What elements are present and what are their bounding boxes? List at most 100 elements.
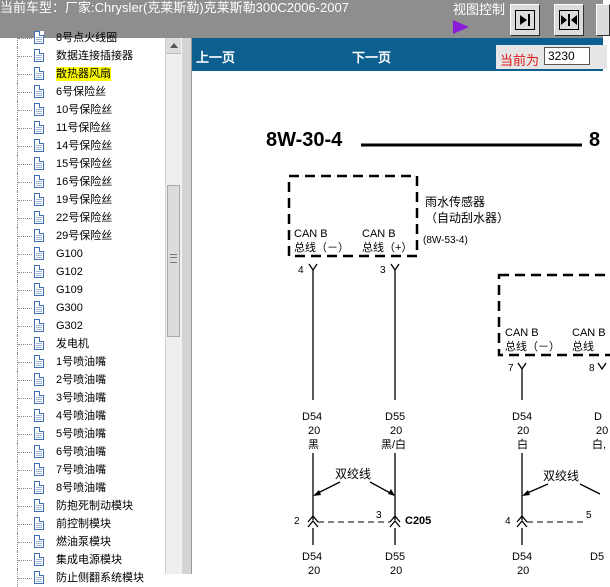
tree-item-label: 19号保险丝 — [56, 194, 113, 206]
split-view-button[interactable] — [554, 4, 584, 36]
page-number-input[interactable] — [544, 47, 590, 65]
arrowhead-1 — [313, 490, 321, 496]
tree-item-label: 散热器风扇 — [56, 67, 111, 81]
pin-3-terminal — [390, 263, 400, 272]
conn-pin-4: 4 — [505, 516, 511, 527]
tree-item[interactable]: G300 — [0, 299, 165, 317]
tree-item-label: 14号保险丝 — [56, 140, 113, 152]
conn-pin-3: 3 — [376, 510, 382, 521]
rain-sensor-ref: (8W-53-4) — [423, 235, 468, 246]
document-icon — [34, 211, 44, 224]
document-icon — [34, 121, 44, 134]
tree-item-label: 8号喷油嘴 — [56, 482, 107, 494]
tree-connector-line — [17, 335, 18, 353]
document-icon — [34, 175, 44, 188]
tree-item[interactable]: G302 — [0, 317, 165, 335]
tree-item[interactable]: 集成电源模块 — [0, 551, 165, 569]
tree-item[interactable]: 19号保险丝 — [0, 191, 165, 209]
tree-connector-line — [18, 380, 32, 381]
pin-7-label: 7 — [508, 363, 514, 374]
tree-connector-line — [17, 461, 18, 479]
split-arrows-icon — [559, 10, 579, 30]
pointer-line-4 — [579, 483, 601, 495]
conn-pin-5: 5 — [586, 510, 592, 521]
tree-item[interactable]: 2号喷油嘴 — [0, 371, 165, 389]
tree-item[interactable]: 5号喷油嘴 — [0, 425, 165, 443]
wire-d54-color: 黑 — [308, 438, 319, 451]
tree-scrollbar[interactable] — [165, 38, 181, 574]
panel-splitter[interactable] — [181, 38, 192, 574]
wire-cut-bottom-label: D5 — [590, 551, 604, 563]
tree-item[interactable]: 1号喷油嘴 — [0, 353, 165, 371]
expand-view-button[interactable] — [596, 4, 610, 36]
tree-connector-line — [18, 254, 32, 255]
tree-item[interactable]: 8号喷油嘴 — [0, 479, 165, 497]
document-icon — [34, 355, 44, 368]
wire-d55-gauge: 20 — [390, 425, 402, 437]
tree-item[interactable]: G109 — [0, 281, 165, 299]
document-icon — [34, 229, 44, 242]
prev-page-link[interactable]: 上一页 — [196, 50, 236, 65]
tree-item[interactable]: 防抱死制动模块 — [0, 497, 165, 515]
tree-item[interactable]: 22号保险丝 — [0, 209, 165, 227]
tree-item[interactable]: 16号保险丝 — [0, 173, 165, 191]
tree-connector-line — [17, 245, 18, 263]
tree-item[interactable]: 散热器风扇 — [0, 65, 165, 83]
document-icon — [34, 553, 44, 566]
next-page-link[interactable]: 下一页 — [352, 50, 392, 65]
tree-connector-line — [18, 128, 32, 129]
tree-item-label: 10号保险丝 — [56, 104, 113, 116]
tree-item[interactable]: 29号保险丝 — [0, 227, 165, 245]
can-b-label-4: CAN B — [572, 327, 606, 339]
scroll-up-button[interactable] — [166, 38, 181, 54]
tree-item[interactable]: 6号保险丝 — [0, 83, 165, 101]
tree-connector-line — [17, 515, 18, 533]
tree-item[interactable]: 15号保险丝 — [0, 155, 165, 173]
tree-item[interactable]: G100 — [0, 245, 165, 263]
tree-connector-line — [17, 29, 18, 47]
page-nav-bar: 上一页 下一页 当前为 — [192, 38, 607, 71]
tree-connector-line — [18, 542, 32, 543]
tree-item-label: 发电机 — [56, 338, 89, 350]
tree-item[interactable]: 数据连接插接器 — [0, 47, 165, 65]
tree-connector-line — [18, 92, 32, 93]
wire-d55-bottom-gauge: 20 — [390, 565, 402, 577]
tree-item-label: 防止侧翻系统模块 — [56, 572, 144, 584]
tree-item[interactable]: 14号保险丝 — [0, 137, 165, 155]
tree-item[interactable]: 发电机 — [0, 335, 165, 353]
tree-item[interactable]: 前控制模块 — [0, 515, 165, 533]
collapse-panel-button[interactable] — [510, 4, 540, 36]
tree-item[interactable]: 燃油泵模块 — [0, 533, 165, 551]
tree-item[interactable]: 3号喷油嘴 — [0, 389, 165, 407]
tree-item-label: 燃油泵模块 — [56, 536, 111, 548]
tree-connector-line — [18, 182, 32, 183]
tree-item[interactable]: 6号喷油嘴 — [0, 443, 165, 461]
tree-item-label: 22号保险丝 — [56, 212, 113, 224]
tree-item[interactable]: 11号保险丝 — [0, 119, 165, 137]
document-icon — [34, 337, 44, 350]
bus-plus-label: 总线（+） — [362, 240, 412, 254]
tree-item[interactable]: 7号喷油嘴 — [0, 461, 165, 479]
tree-item[interactable]: 4号喷油嘴 — [0, 407, 165, 425]
connector-terminal-4 — [516, 514, 528, 528]
tree-item[interactable]: G102 — [0, 263, 165, 281]
twisted-pair-label-2: 双绞线 — [543, 468, 579, 483]
tree-item[interactable]: 防止侧翻系统模块 — [0, 569, 165, 587]
wire-d54-right-bottom-gauge: 20 — [517, 565, 529, 577]
tree-connector-line — [17, 173, 18, 191]
tree-item[interactable]: 10号保险丝 — [0, 101, 165, 119]
scroll-thumb[interactable] — [167, 185, 180, 337]
tree-item-label: 6号喷油嘴 — [56, 446, 107, 458]
document-icon — [34, 373, 44, 386]
wiring-diagram: 8W-30-4 8 雨水传感器 （自动刮水器） (8W-53-4) CAN B … — [266, 129, 610, 577]
tree-connector-line — [18, 326, 32, 327]
tree-connector-line — [18, 560, 32, 561]
current-page-label: 当前为 — [500, 53, 540, 68]
tree-connector-line — [17, 209, 18, 227]
tree-connector-line — [18, 416, 32, 417]
tree-item-label: G109 — [56, 284, 83, 296]
tree-item[interactable]: 8号点火线圈 — [0, 29, 165, 47]
tree-item-label: 4号喷油嘴 — [56, 410, 107, 422]
document-icon — [34, 49, 44, 62]
tree-connector-line — [18, 38, 32, 39]
